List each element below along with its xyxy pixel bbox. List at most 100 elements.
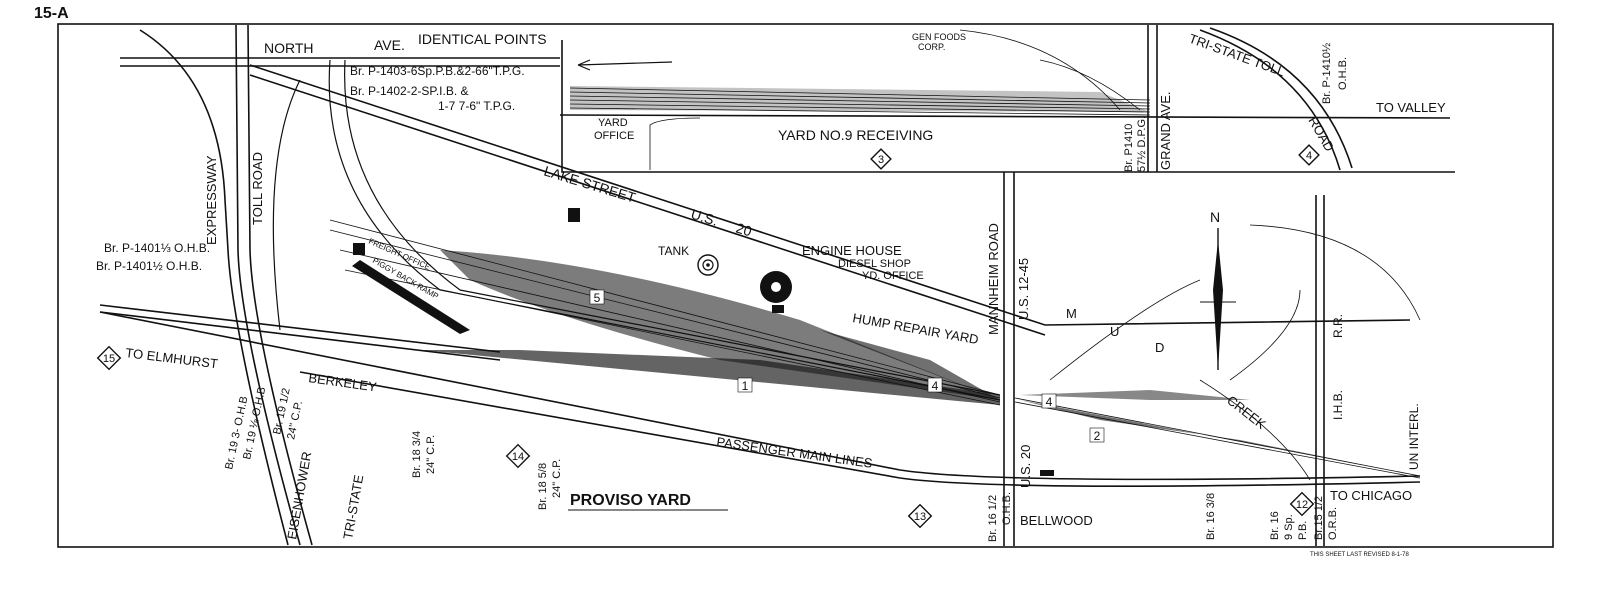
bridge-1512-label-2: O.R.B. bbox=[1327, 507, 1339, 540]
shield-14: 14 bbox=[505, 443, 531, 469]
mud-u-label: U bbox=[1110, 324, 1119, 339]
bridge-p1401b-label: Br. P-1401½ O.H.B. bbox=[96, 259, 202, 273]
bridge-p1403-label: Br. P-1403-6Sp.P.B.&2-66"T.P.G. bbox=[350, 64, 525, 78]
passenger-main-line-2 bbox=[299, 371, 1421, 487]
shield-15: 15 bbox=[96, 345, 122, 371]
bridge-1612-label-2: O.H.B. bbox=[1001, 492, 1013, 525]
tristate-toll-right bbox=[1199, 29, 1341, 171]
bridge-1638-label: Br. 16 3/8 bbox=[1205, 493, 1217, 540]
gen-foods-label: GEN FOODS bbox=[912, 32, 966, 42]
bridge-16-label-2: 9 Sp. bbox=[1283, 514, 1295, 540]
elmhurst-line bbox=[99, 304, 501, 353]
svg-text:4: 4 bbox=[1046, 395, 1053, 409]
bridge-p1402-label-2: 1-7 7-6" T.P.G. bbox=[438, 99, 515, 113]
bellwood-label: BELLWOOD bbox=[1020, 513, 1093, 528]
passenger-main-line bbox=[99, 311, 1421, 481]
mannheim-label: MANNHEIM ROAD bbox=[986, 223, 1001, 335]
bridge-p1410h-label-2: O.H.B. bbox=[1337, 57, 1349, 90]
us12-45-label: U.S. 12-45 bbox=[1016, 258, 1031, 320]
yard-office-top-label: YARD bbox=[598, 117, 628, 129]
shield-12: 12 bbox=[1289, 491, 1315, 517]
svg-text:15: 15 bbox=[103, 353, 115, 365]
toll-road-2 bbox=[247, 24, 313, 546]
bldg-2 bbox=[772, 305, 784, 313]
un-interl-label: UN INTERL. bbox=[1407, 403, 1421, 470]
tank-symbol bbox=[697, 254, 719, 276]
identical-points-label: IDENTICAL POINTS bbox=[418, 31, 547, 47]
yd-office-label: YD. OFFICE bbox=[862, 270, 924, 282]
us20-bottom-label: U.S. 20 bbox=[1018, 445, 1033, 488]
svg-text:12: 12 bbox=[1296, 499, 1308, 511]
bridge-p1410h-label: Br. P-1410½ bbox=[1321, 43, 1333, 104]
bridge-1858-label: Br. 18 5/8 bbox=[537, 463, 549, 510]
mud-m-label: M bbox=[1066, 306, 1077, 321]
yard-9-label: YARD NO.9 RECEIVING bbox=[778, 127, 933, 143]
svg-text:2: 2 bbox=[1094, 429, 1101, 443]
revised-note: THIS SHEET LAST REVISED 8-1-78 bbox=[1310, 552, 1409, 558]
tristate-toll-right-2 bbox=[1209, 27, 1353, 169]
bridge-p1402-label: Br. P-1402-2-SP.I.B. & bbox=[350, 84, 469, 98]
mud-d-label: D bbox=[1155, 340, 1164, 355]
bridge-16-label: Br. 16 bbox=[1269, 511, 1281, 540]
hump-repair-label: HUMP REPAIR YARD bbox=[851, 310, 979, 347]
diesel-shop-label: DIESEL SHOP bbox=[838, 258, 911, 270]
svg-text:13: 13 bbox=[914, 511, 926, 523]
lake-street-road-2 bbox=[249, 74, 1046, 336]
svg-text:14: 14 bbox=[512, 451, 524, 463]
ihb-label: I.H.B. bbox=[1331, 390, 1345, 420]
bridge-1858-label-2: 24" C.P. bbox=[551, 459, 563, 498]
rr-label: R.R. bbox=[1331, 314, 1345, 338]
lake-street-label: LAKE STREET bbox=[542, 163, 638, 206]
grand-ave-label: GRAND AVE. bbox=[1158, 91, 1173, 170]
track-number-1: 1 bbox=[737, 377, 753, 393]
shield-4: 4 bbox=[1298, 144, 1320, 166]
creek-label: CREEK bbox=[1224, 393, 1269, 433]
expressway-road bbox=[139, 29, 289, 546]
toll-road-label: TOLL ROAD bbox=[250, 152, 265, 225]
engine-house-turntable bbox=[760, 271, 792, 303]
bridge-1834-label: Br. 18 3/4 bbox=[411, 431, 423, 478]
track-number-4a: 4 bbox=[927, 377, 943, 393]
svg-text:5: 5 bbox=[594, 291, 601, 305]
bridge-p1401a-label: Br. P-1401⅓ O.H.B. bbox=[104, 241, 210, 255]
toll-road bbox=[235, 24, 301, 546]
bldg-3 bbox=[1040, 470, 1054, 476]
bridge-p1410-label: Br. P1410 bbox=[1123, 124, 1135, 172]
to-elmhurst-label: TO ELMHURST bbox=[125, 345, 219, 371]
bridge-1612-label: Br. 16 1/2 bbox=[987, 495, 999, 542]
main-yard-tracks bbox=[272, 59, 1421, 481]
svg-text:4: 4 bbox=[1306, 150, 1312, 162]
expressway-label: EXPRESSWAY bbox=[204, 155, 219, 245]
svg-text:1: 1 bbox=[742, 379, 749, 393]
svg-text:4: 4 bbox=[932, 379, 939, 393]
lake-street-road bbox=[249, 64, 1411, 326]
tank-label: TANK bbox=[658, 244, 689, 258]
elmhurst-line-2 bbox=[99, 311, 501, 361]
svg-text:3: 3 bbox=[878, 154, 884, 166]
north-ave-label-2: AVE. bbox=[374, 37, 405, 53]
bridge-1512-label: Br.15 1/2 bbox=[1313, 496, 1325, 540]
yard-office-top-label-2: OFFICE bbox=[594, 130, 634, 142]
berkeley-label: BERKELEY bbox=[308, 370, 378, 394]
bridge-p1410-label-2: 57½ D.P.G. bbox=[1136, 116, 1148, 172]
bldg-1 bbox=[568, 208, 580, 222]
north-arrow bbox=[1200, 228, 1236, 370]
bridge-1834-label-2: 24" C.P. bbox=[425, 435, 437, 474]
inset-north-arrow bbox=[577, 59, 673, 71]
yard-9-tracks bbox=[559, 29, 1451, 170]
sheet-id: 15-A bbox=[34, 5, 69, 22]
freight-office-block bbox=[353, 243, 365, 255]
track-number-5: 5 bbox=[589, 289, 605, 305]
piggy-back-ramp-block bbox=[352, 260, 470, 334]
track-number-4b: 4 bbox=[1041, 393, 1057, 409]
north-ave-label: NORTH bbox=[264, 40, 314, 56]
map-frame bbox=[57, 23, 1554, 548]
track-number-2: 2 bbox=[1089, 427, 1105, 443]
gen-foods-label-2: CORP. bbox=[918, 42, 945, 52]
north-letter: N bbox=[1210, 209, 1220, 225]
shield-13: 13 bbox=[907, 503, 933, 529]
passenger-main-label: PASSENGER MAIN LINES bbox=[716, 434, 874, 471]
proviso-yard-title: PROVISO YARD bbox=[570, 492, 691, 509]
us20-top-label: U.S. bbox=[689, 206, 720, 229]
